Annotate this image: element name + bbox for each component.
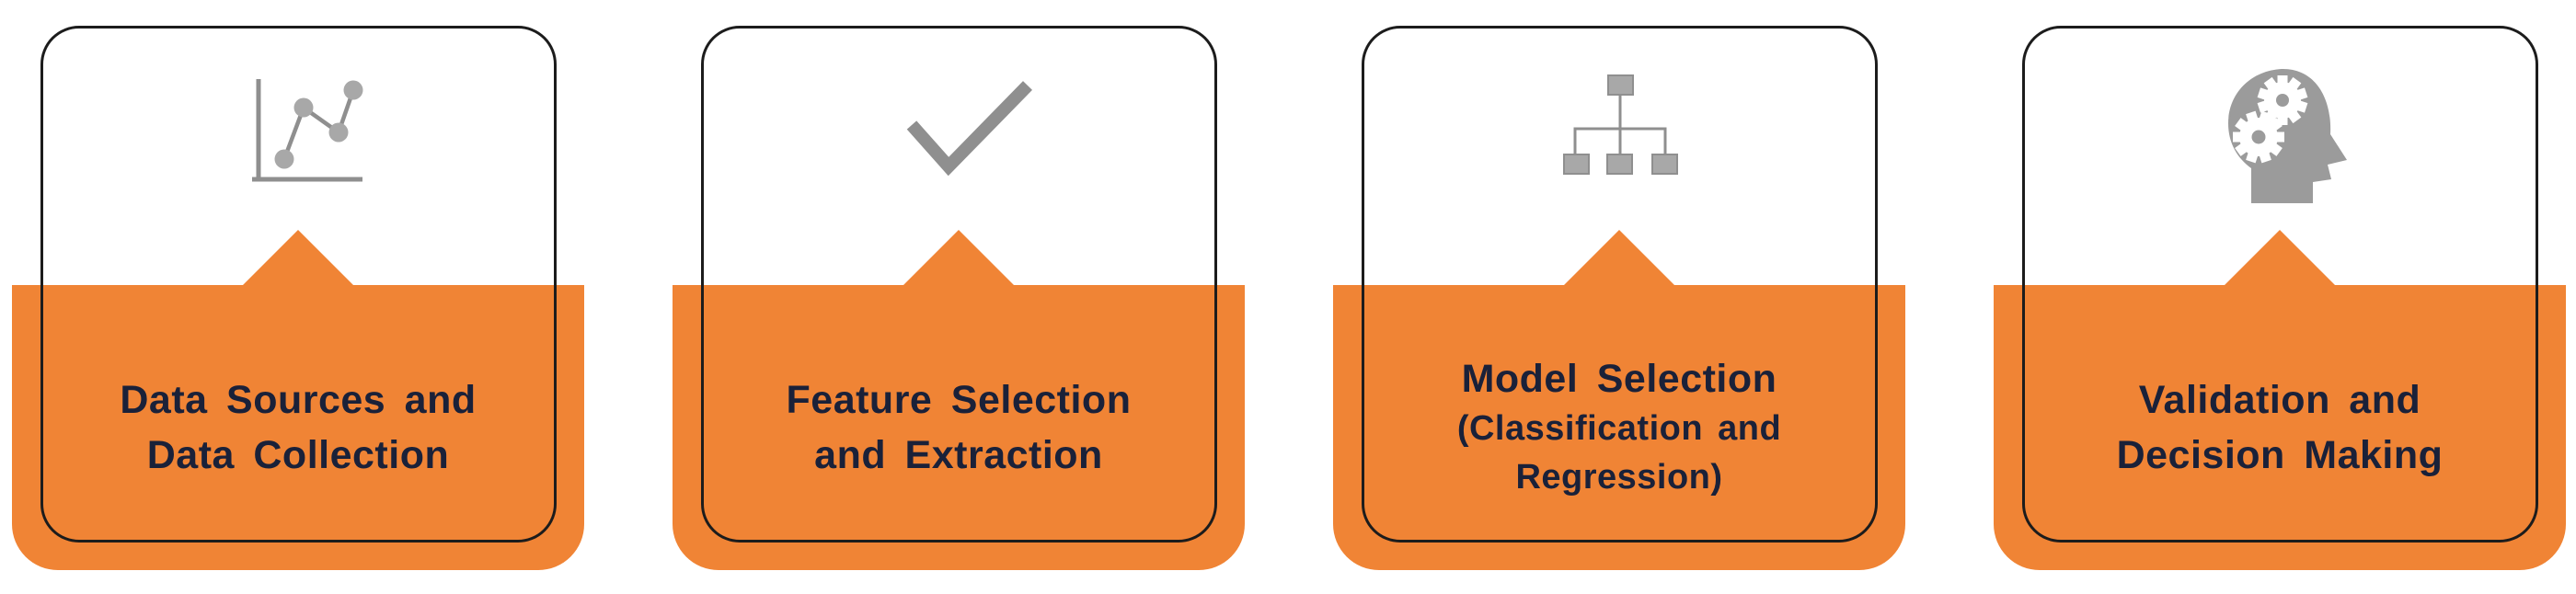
card-label-line: Model Selection [1461,357,1777,401]
hierarchy-icon [1563,74,1678,175]
checkmark-icon [906,81,1033,177]
card-model-selection: Model Selection (Classification and Regr… [1333,0,1905,594]
card-label-line: Feature Selection [786,378,1132,422]
card-label-line: (Classification and [1456,409,1782,448]
card-data-sources: Data Sources and Data Collection [12,0,584,594]
gear-icon [2257,75,2308,125]
card-banner: Model Selection (Classification and Regr… [1333,230,1905,570]
gear-icon [2233,110,2284,164]
card-banner: Feature Selection and Extraction [673,230,1245,570]
banner-notch [2224,230,2336,286]
card-feature-selection: Feature Selection and Extraction [673,0,1245,594]
card-label: Feature Selection and Extraction [787,372,1132,483]
banner-notch [903,230,1015,286]
card-banner: Data Sources and Data Collection [12,230,584,570]
card-label-line: Decision Making [2116,433,2444,477]
card-label-line: Regression) [1515,458,1723,497]
card-label: Model Selection (Classification and Regr… [1457,353,1781,502]
card-label: Validation and Decision Making [2117,372,2444,483]
card-label-line: Data Sources and [120,378,477,422]
card-label-line: and Extraction [814,433,1103,477]
cards-row: Data Sources and Data Collection Feature… [12,0,2566,594]
card-label-line: Validation and [2138,378,2421,422]
banner-notch [242,230,354,286]
card-validation: Validation and Decision Making [1994,0,2566,594]
card-banner: Validation and Decision Making [1994,230,2566,570]
card-label: Data Sources and Data Collection [120,372,476,483]
card-label-line: Data Collection [146,433,450,477]
scatter-chart-icon [252,79,363,182]
banner-notch [1563,230,1675,286]
head-gears-icon [2228,68,2347,203]
